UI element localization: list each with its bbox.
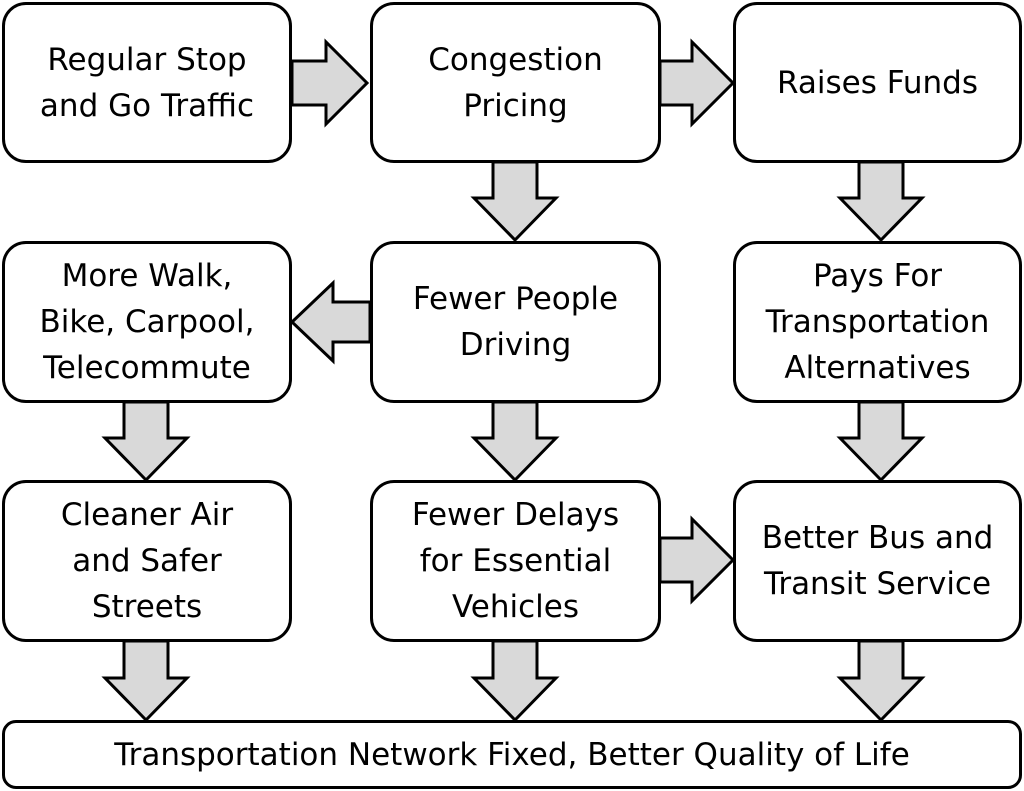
arrow-fewer-delays-to-network bbox=[470, 639, 560, 723]
node-network-fixed: Transportation Network Fixed, Better Qua… bbox=[2, 720, 1022, 789]
arrow-regular-traffic-to-congestion-pricing bbox=[290, 38, 370, 128]
node-better-bus: Better Bus and Transit Service bbox=[733, 480, 1022, 642]
node-congestion-pricing: Congestion Pricing bbox=[370, 2, 661, 163]
node-more-walk-bike: More Walk, Bike, Carpool, Telecommute bbox=[2, 241, 292, 403]
arrow-congestion-pricing-to-raises-funds bbox=[658, 38, 736, 128]
node-fewer-people-driving: Fewer People Driving bbox=[370, 241, 661, 403]
arrow-better-bus-to-network bbox=[836, 639, 926, 723]
arrow-fewer-people-driving-to-more-walk bbox=[289, 279, 372, 365]
arrow-fewer-delays-to-better-bus bbox=[658, 515, 736, 605]
node-pays-for-alternatives: Pays For Transportation Alternatives bbox=[733, 241, 1022, 403]
arrow-pays-for-alternatives-to-better-bus bbox=[836, 400, 926, 483]
arrow-fewer-people-driving-to-fewer-delays bbox=[470, 400, 560, 483]
arrow-more-walk-to-cleaner-air bbox=[101, 400, 191, 483]
node-cleaner-air: Cleaner Air and Safer Streets bbox=[2, 480, 292, 642]
node-fewer-delays: Fewer Delays for Essential Vehicles bbox=[370, 480, 661, 642]
node-raises-funds: Raises Funds bbox=[733, 2, 1022, 163]
node-regular-traffic: Regular Stop and Go Traffic bbox=[2, 2, 292, 163]
arrow-cleaner-air-to-network bbox=[101, 639, 191, 723]
arrow-raises-funds-to-pays-for-alternatives bbox=[836, 160, 926, 243]
arrow-congestion-pricing-to-fewer-people-driving bbox=[470, 160, 560, 243]
